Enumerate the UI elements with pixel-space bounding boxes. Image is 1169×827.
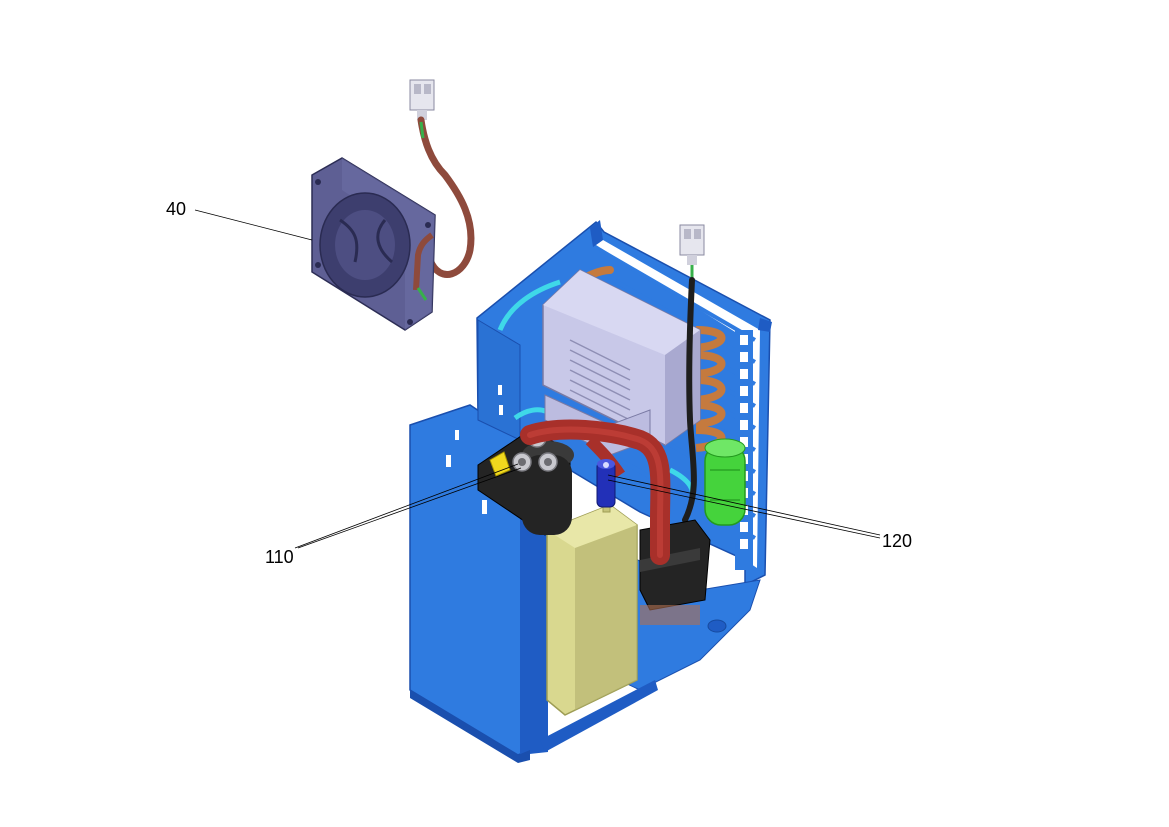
- control-connector: [679, 224, 705, 265]
- fan-assembly: [311, 79, 475, 331]
- leader-line-110-b: [297, 467, 522, 549]
- leader-line-110-a: [294, 463, 519, 549]
- control-cable-assembly: [679, 224, 705, 523]
- water-tank: [546, 504, 638, 716]
- leader-line-120-a: [607, 474, 881, 536]
- fan-connector: [409, 79, 435, 120]
- callout-label-110: 110: [265, 547, 294, 567]
- valve: [596, 459, 616, 508]
- leader-line-40: [194, 209, 313, 241]
- callout-label-40: 40: [166, 199, 186, 219]
- run-capacitor: [704, 438, 746, 526]
- control-cable: [682, 277, 697, 523]
- leader-line-120-b: [607, 479, 881, 539]
- yellow-clip: [489, 451, 511, 477]
- leader-lines: [194, 209, 881, 549]
- callout-label-120: 120: [882, 531, 912, 551]
- red-hose: [520, 419, 671, 565]
